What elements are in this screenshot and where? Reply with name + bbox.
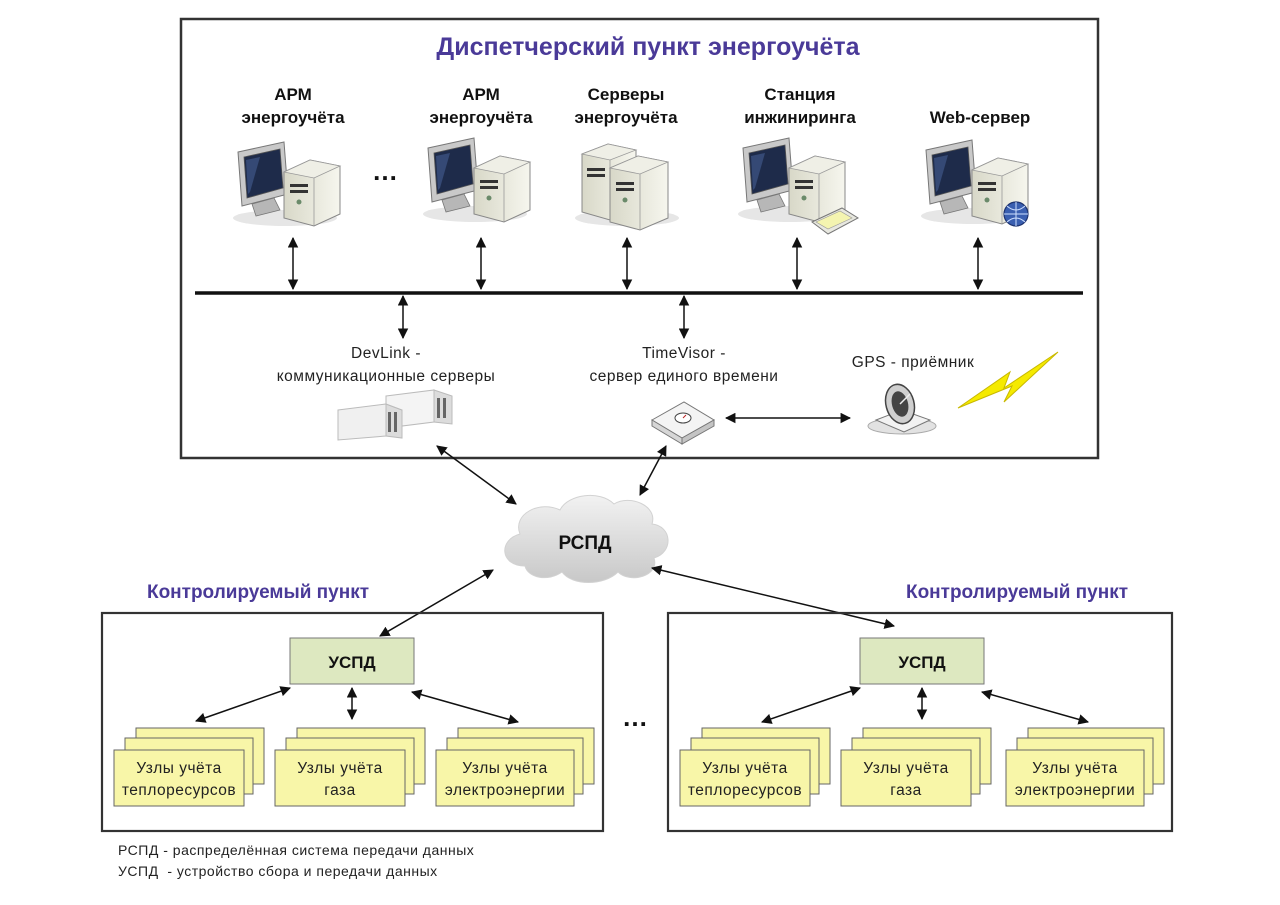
ws5-label-line2: Web-сервер: [930, 108, 1031, 127]
time-server-icon: [651, 401, 715, 445]
uspd-1-box: [289, 637, 415, 685]
cp2-heat-line1: Узлы учёта: [702, 760, 787, 777]
cp2-heat-line2: теплоресурсов: [688, 782, 802, 799]
controlled-point-2-title: Контролируемый пункт: [906, 582, 1128, 603]
ws1-label-line1: АРМ: [274, 85, 312, 104]
cp1-gas-line2: газа: [324, 782, 356, 799]
rspd-label: РСПД: [558, 533, 612, 554]
cp1-gas-stack: [274, 727, 426, 807]
cp2-elec-line2: электроэнергии: [1015, 782, 1135, 799]
uspd2-elec-link: [980, 689, 1090, 725]
cp1-gas-line1: Узлы учёта: [297, 760, 382, 777]
web-server-icon: [920, 139, 1029, 227]
uspd1-elec-link: [410, 689, 520, 725]
devlink-label-line1: DevLink -: [351, 345, 421, 362]
cp2-elec-line1: Узлы учёта: [1032, 760, 1117, 777]
ws4-label-line2: инжиниринга: [744, 108, 856, 127]
cp1-elec-stack: [435, 727, 595, 807]
uspd1-heat-link: [195, 686, 291, 723]
workstation-icon: [422, 137, 531, 223]
controlled-point-1-title: Контролируемый пункт: [147, 582, 369, 603]
dispatch-title: Диспетчерский пункт энергоучёта: [436, 33, 860, 61]
legend-rspd: РСПД - распределённая система передачи д…: [118, 842, 474, 858]
rspd-uspd1-link: [379, 569, 494, 637]
cp2-gas-line2: газа: [890, 782, 922, 799]
ws3-label-line1: Серверы: [588, 85, 665, 104]
cp2-gas-stack: [840, 727, 992, 807]
ws1-label-line2: энергоучёта: [241, 108, 345, 127]
timevisor-label-line2: сервер единого времени: [590, 368, 779, 385]
server-pair-icon: [574, 143, 680, 231]
ws2-label-line2: энергоучёта: [429, 108, 533, 127]
devlink-rspd-link: [436, 445, 517, 505]
cp1-heat-line1: Узлы учёта: [136, 760, 221, 777]
rspd-uspd2-link: [650, 565, 896, 629]
cp1-heat-stack: [113, 727, 265, 807]
cp2-gas-line1: Узлы учёта: [863, 760, 948, 777]
uspd-1-label: УСПД: [328, 653, 375, 672]
uspd-2-label: УСПД: [898, 653, 945, 672]
uspd-2-box: [859, 637, 985, 685]
gps-receiver-icon: [867, 383, 937, 435]
ws4-label-line1: Станция: [764, 85, 835, 104]
engineering-station-icon: [737, 137, 859, 235]
workstation-icon: [232, 141, 341, 227]
controlled-point-1-frame: [100, 611, 605, 833]
uspd2-heat-link: [761, 686, 861, 724]
workstations-ellipsis: …: [372, 156, 398, 186]
devlink-label-line2: коммуникационные серверы: [277, 368, 496, 385]
timevisor-rspd-link: [639, 445, 667, 496]
cp1-elec-line2: электроэнергии: [445, 782, 565, 799]
lightning-icon: [957, 351, 1059, 409]
dispatch-frame: [179, 17, 1100, 460]
legend-uspd: УСПД - устройство сбора и передачи данны…: [118, 863, 438, 879]
controlled-points-ellipsis: …: [622, 702, 648, 732]
ws3-label-line2: энергоучёта: [574, 108, 678, 127]
gps-label: GPS - приёмник: [852, 354, 974, 371]
timevisor-label-line1: TimeVisor -: [642, 345, 726, 362]
controlled-point-2-frame: [666, 611, 1174, 833]
cp1-heat-line2: теплоресурсов: [122, 782, 236, 799]
cp1-elec-line1: Узлы учёта: [462, 760, 547, 777]
cp2-elec-stack: [1005, 727, 1165, 807]
bus-connectors: [287, 236, 984, 340]
cp2-heat-stack: [679, 727, 831, 807]
comm-servers-icon: [337, 389, 453, 441]
rspd-cloud: РСПД: [504, 494, 669, 583]
ws2-label-line1: АРМ: [462, 85, 500, 104]
